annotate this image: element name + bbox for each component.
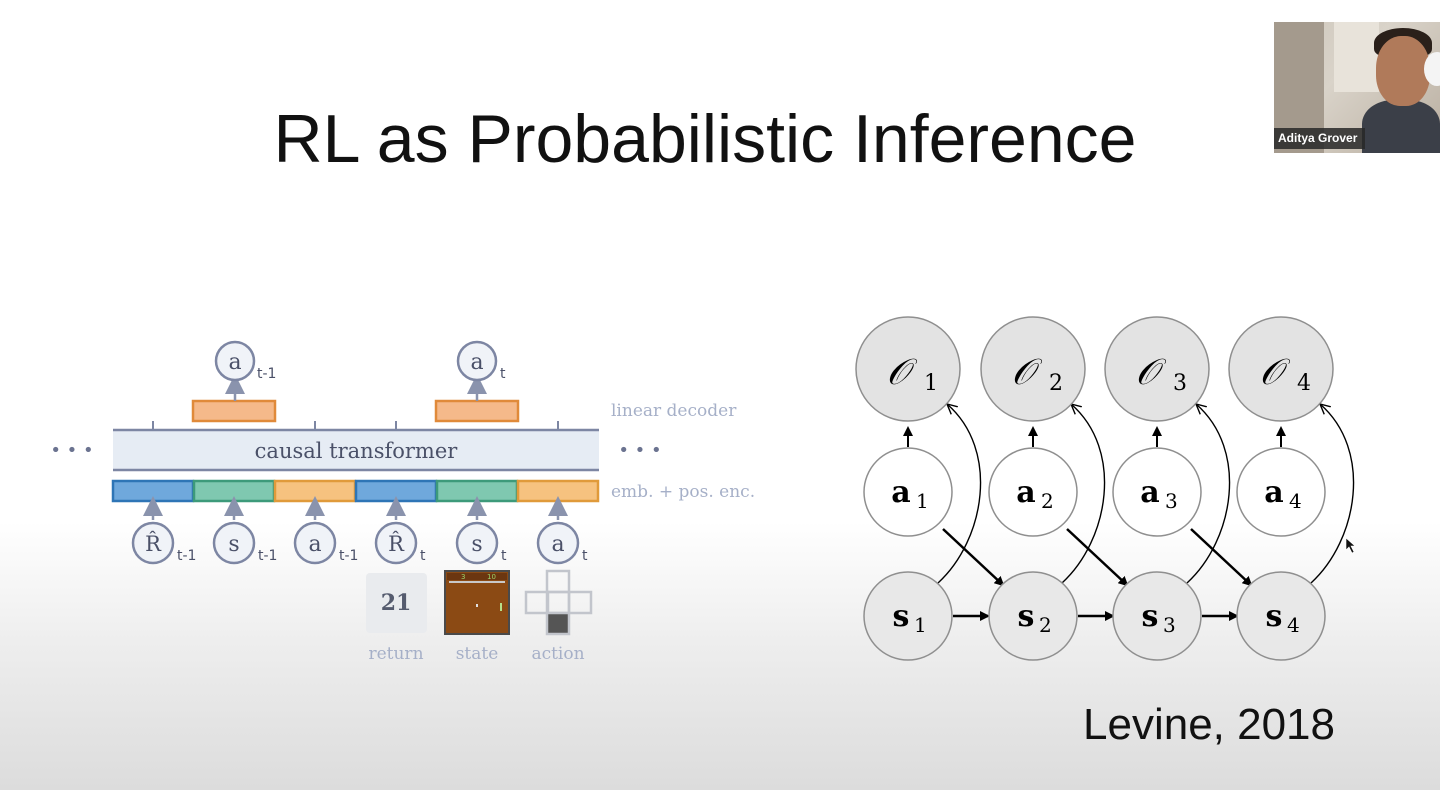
legend-return: 21 return [366, 573, 427, 664]
linear-decoder-label: linear decoder [611, 401, 737, 421]
state-score-right: 10 [487, 573, 496, 581]
pgm-action-to-optimality-arrows [903, 426, 1286, 447]
pgm-node-a2: a 2 [988, 447, 1078, 537]
svg-text:s: s [1142, 599, 1159, 634]
citation: Levine, 2018 [1083, 700, 1335, 749]
svg-text:4: 4 [1289, 489, 1302, 513]
dt-dots-right: • • • [618, 440, 661, 461]
input-node-state-t: s t [455, 521, 507, 565]
embedding-row [111, 479, 600, 503]
svg-text:R̂: R̂ [388, 532, 405, 556]
output-node-t: a t [456, 340, 506, 382]
pgm-node-o4: 𝒪 4 [1228, 316, 1334, 422]
svg-text:2: 2 [1039, 613, 1052, 637]
dots-right-text: • • • [618, 440, 661, 461]
return-value: 21 [381, 590, 412, 616]
svg-text:a: a [1140, 475, 1159, 510]
svg-text:a: a [891, 475, 910, 510]
embedding-state-t-1 [192, 479, 276, 503]
decoder-box-t-1 [191, 399, 277, 423]
pgm-node-o2: 𝒪 2 [980, 316, 1086, 422]
webcam-participant-name: Aditya Grover [1274, 128, 1366, 149]
svg-text:2: 2 [1041, 489, 1054, 513]
pgm-node-s3: s 3 [1112, 571, 1202, 661]
input-node-action-t-1: a t-1 [293, 521, 358, 565]
action-label: action [531, 644, 584, 664]
pgm-node-o1: 𝒪 1 [855, 316, 961, 422]
legend-state: 3 10 state [444, 570, 510, 664]
svg-text:s: s [1266, 599, 1283, 634]
svg-text:1: 1 [916, 489, 929, 513]
return-label: return [368, 644, 423, 664]
pgm-node-s2: s 2 [988, 571, 1078, 661]
mouse-cursor-icon [1345, 537, 1356, 554]
state-label: state [456, 644, 499, 664]
svg-text:t: t [582, 548, 588, 564]
pgm-node-o3: 𝒪 3 [1104, 316, 1210, 422]
embedding-action-t-1 [273, 479, 357, 503]
svg-text:t-1: t-1 [257, 366, 276, 382]
svg-text:3: 3 [1173, 371, 1187, 396]
svg-text:2: 2 [1049, 371, 1063, 396]
embedding-label: emb. + pos. enc. [611, 482, 755, 502]
input-arrows [143, 496, 568, 520]
pgm-node-a3: a 3 [1112, 447, 1202, 537]
svg-text:s: s [228, 532, 239, 557]
pgm-node-a4: a 4 [1236, 447, 1326, 537]
svg-text:a: a [551, 532, 564, 557]
svg-text:a: a [1264, 475, 1283, 510]
pgm-node-s4: s 4 [1236, 571, 1326, 661]
webcam-person-body [1362, 100, 1440, 153]
svg-text:3: 3 [1165, 489, 1178, 513]
webcam-thumbnail[interactable]: Aditya Grover [1274, 22, 1440, 153]
state-score-left: 3 [461, 573, 465, 581]
dots-left-text: • • • [50, 440, 93, 461]
svg-text:s: s [1018, 599, 1035, 634]
svg-text:s: s [893, 599, 910, 634]
svg-text:t: t [501, 548, 507, 564]
svg-text:3: 3 [1163, 613, 1176, 637]
svg-text:t: t [420, 548, 426, 564]
pgm-action-to-next-state-arrows [942, 528, 1253, 587]
decoder-box-t [434, 399, 520, 423]
input-node-return-t-1: R̂ t-1 [131, 521, 196, 565]
svg-text:1: 1 [924, 371, 938, 396]
input-node-state-t-1: s t-1 [212, 521, 277, 565]
embedding-return-t [354, 479, 438, 503]
causal-transformer-label: causal transformer [255, 439, 459, 463]
dt-dots-left: • • • [50, 440, 93, 461]
svg-text:4: 4 [1297, 371, 1311, 396]
svg-text:4: 4 [1287, 613, 1300, 637]
svg-text:a: a [1016, 475, 1035, 510]
input-node-action-t: a t [536, 521, 588, 565]
input-node-return-t: R̂ t [374, 521, 426, 565]
pgm-node-a1: a 1 [863, 447, 953, 537]
svg-text:a: a [308, 532, 321, 557]
webcam-window [1334, 22, 1379, 92]
svg-text:t-1: t-1 [177, 548, 196, 564]
embedding-return-t-1 [111, 479, 195, 503]
svg-text:t: t [500, 366, 506, 382]
webcam-person-head [1376, 36, 1430, 106]
legend-action: action [524, 569, 593, 664]
svg-text:t-1: t-1 [339, 548, 358, 564]
embedding-action-t [516, 479, 600, 503]
svg-text:R̂: R̂ [145, 532, 162, 556]
pgm-state-to-optimality-curves [937, 404, 1355, 584]
pgm-node-s1: s 1 [863, 571, 953, 661]
embedding-state-t [435, 479, 519, 503]
transformer-top-ticks [152, 421, 559, 430]
output-node-t-1: a t-1 [214, 340, 276, 382]
causal-transformer-block [113, 430, 599, 470]
svg-text:1: 1 [914, 613, 927, 637]
svg-text:a: a [470, 350, 483, 375]
svg-text:a: a [228, 350, 241, 375]
svg-text:s: s [471, 532, 482, 557]
webcam-options-button[interactable] [1424, 52, 1440, 86]
svg-text:t-1: t-1 [258, 548, 277, 564]
slide-title: RL as Probabilistic Inference [273, 101, 1137, 177]
